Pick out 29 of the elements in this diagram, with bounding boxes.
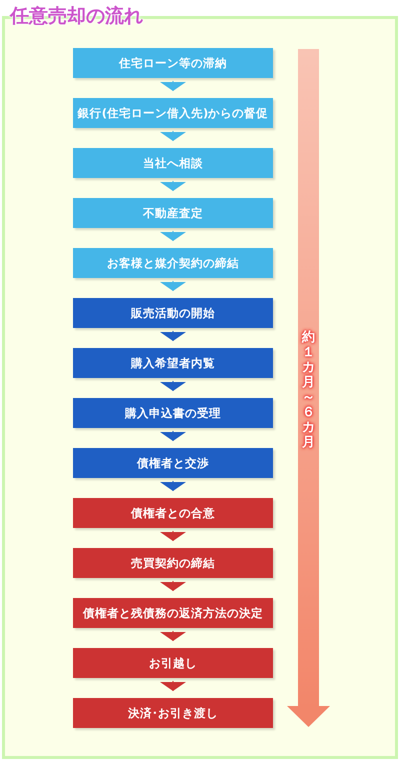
arrow — [160, 380, 186, 392]
step-box: 不動産査定 — [73, 198, 273, 228]
arrow — [160, 630, 186, 642]
step-box: 債権者との合意 — [73, 498, 273, 528]
step-box: 売買契約の締結 — [73, 548, 273, 578]
step-box: 当社へ相談 — [73, 148, 273, 178]
arrow — [160, 680, 186, 692]
step-box: 住宅ローン等の滞納 — [73, 48, 273, 78]
step-box: 販売活動の開始 — [73, 298, 273, 328]
arrow — [160, 80, 186, 92]
arrow — [160, 180, 186, 192]
step-box: 銀行(住宅ローン借入先)からの督促 — [73, 98, 273, 128]
arrow — [160, 430, 186, 442]
duration-label: 約１カ月～６カ月 — [301, 330, 316, 450]
step-box: 購入申込書の受理 — [73, 398, 273, 428]
arrow — [160, 280, 186, 292]
arrow — [160, 480, 186, 492]
arrow — [160, 230, 186, 242]
step-box: 債権者と残債務の返済方法の決定 — [73, 598, 273, 628]
step-box: 購入希望者内覧 — [73, 348, 273, 378]
arrow — [160, 330, 186, 342]
step-box: お客様と媒介契約の締結 — [73, 248, 273, 278]
step-box: お引越し — [73, 648, 273, 678]
arrow — [160, 530, 186, 542]
step-box: 決済･お引き渡し — [73, 698, 273, 728]
step-box: 債権者と交渉 — [73, 448, 273, 478]
arrow — [160, 130, 186, 142]
arrow — [160, 580, 186, 592]
title: 任意売却の流れ — [10, 4, 143, 29]
